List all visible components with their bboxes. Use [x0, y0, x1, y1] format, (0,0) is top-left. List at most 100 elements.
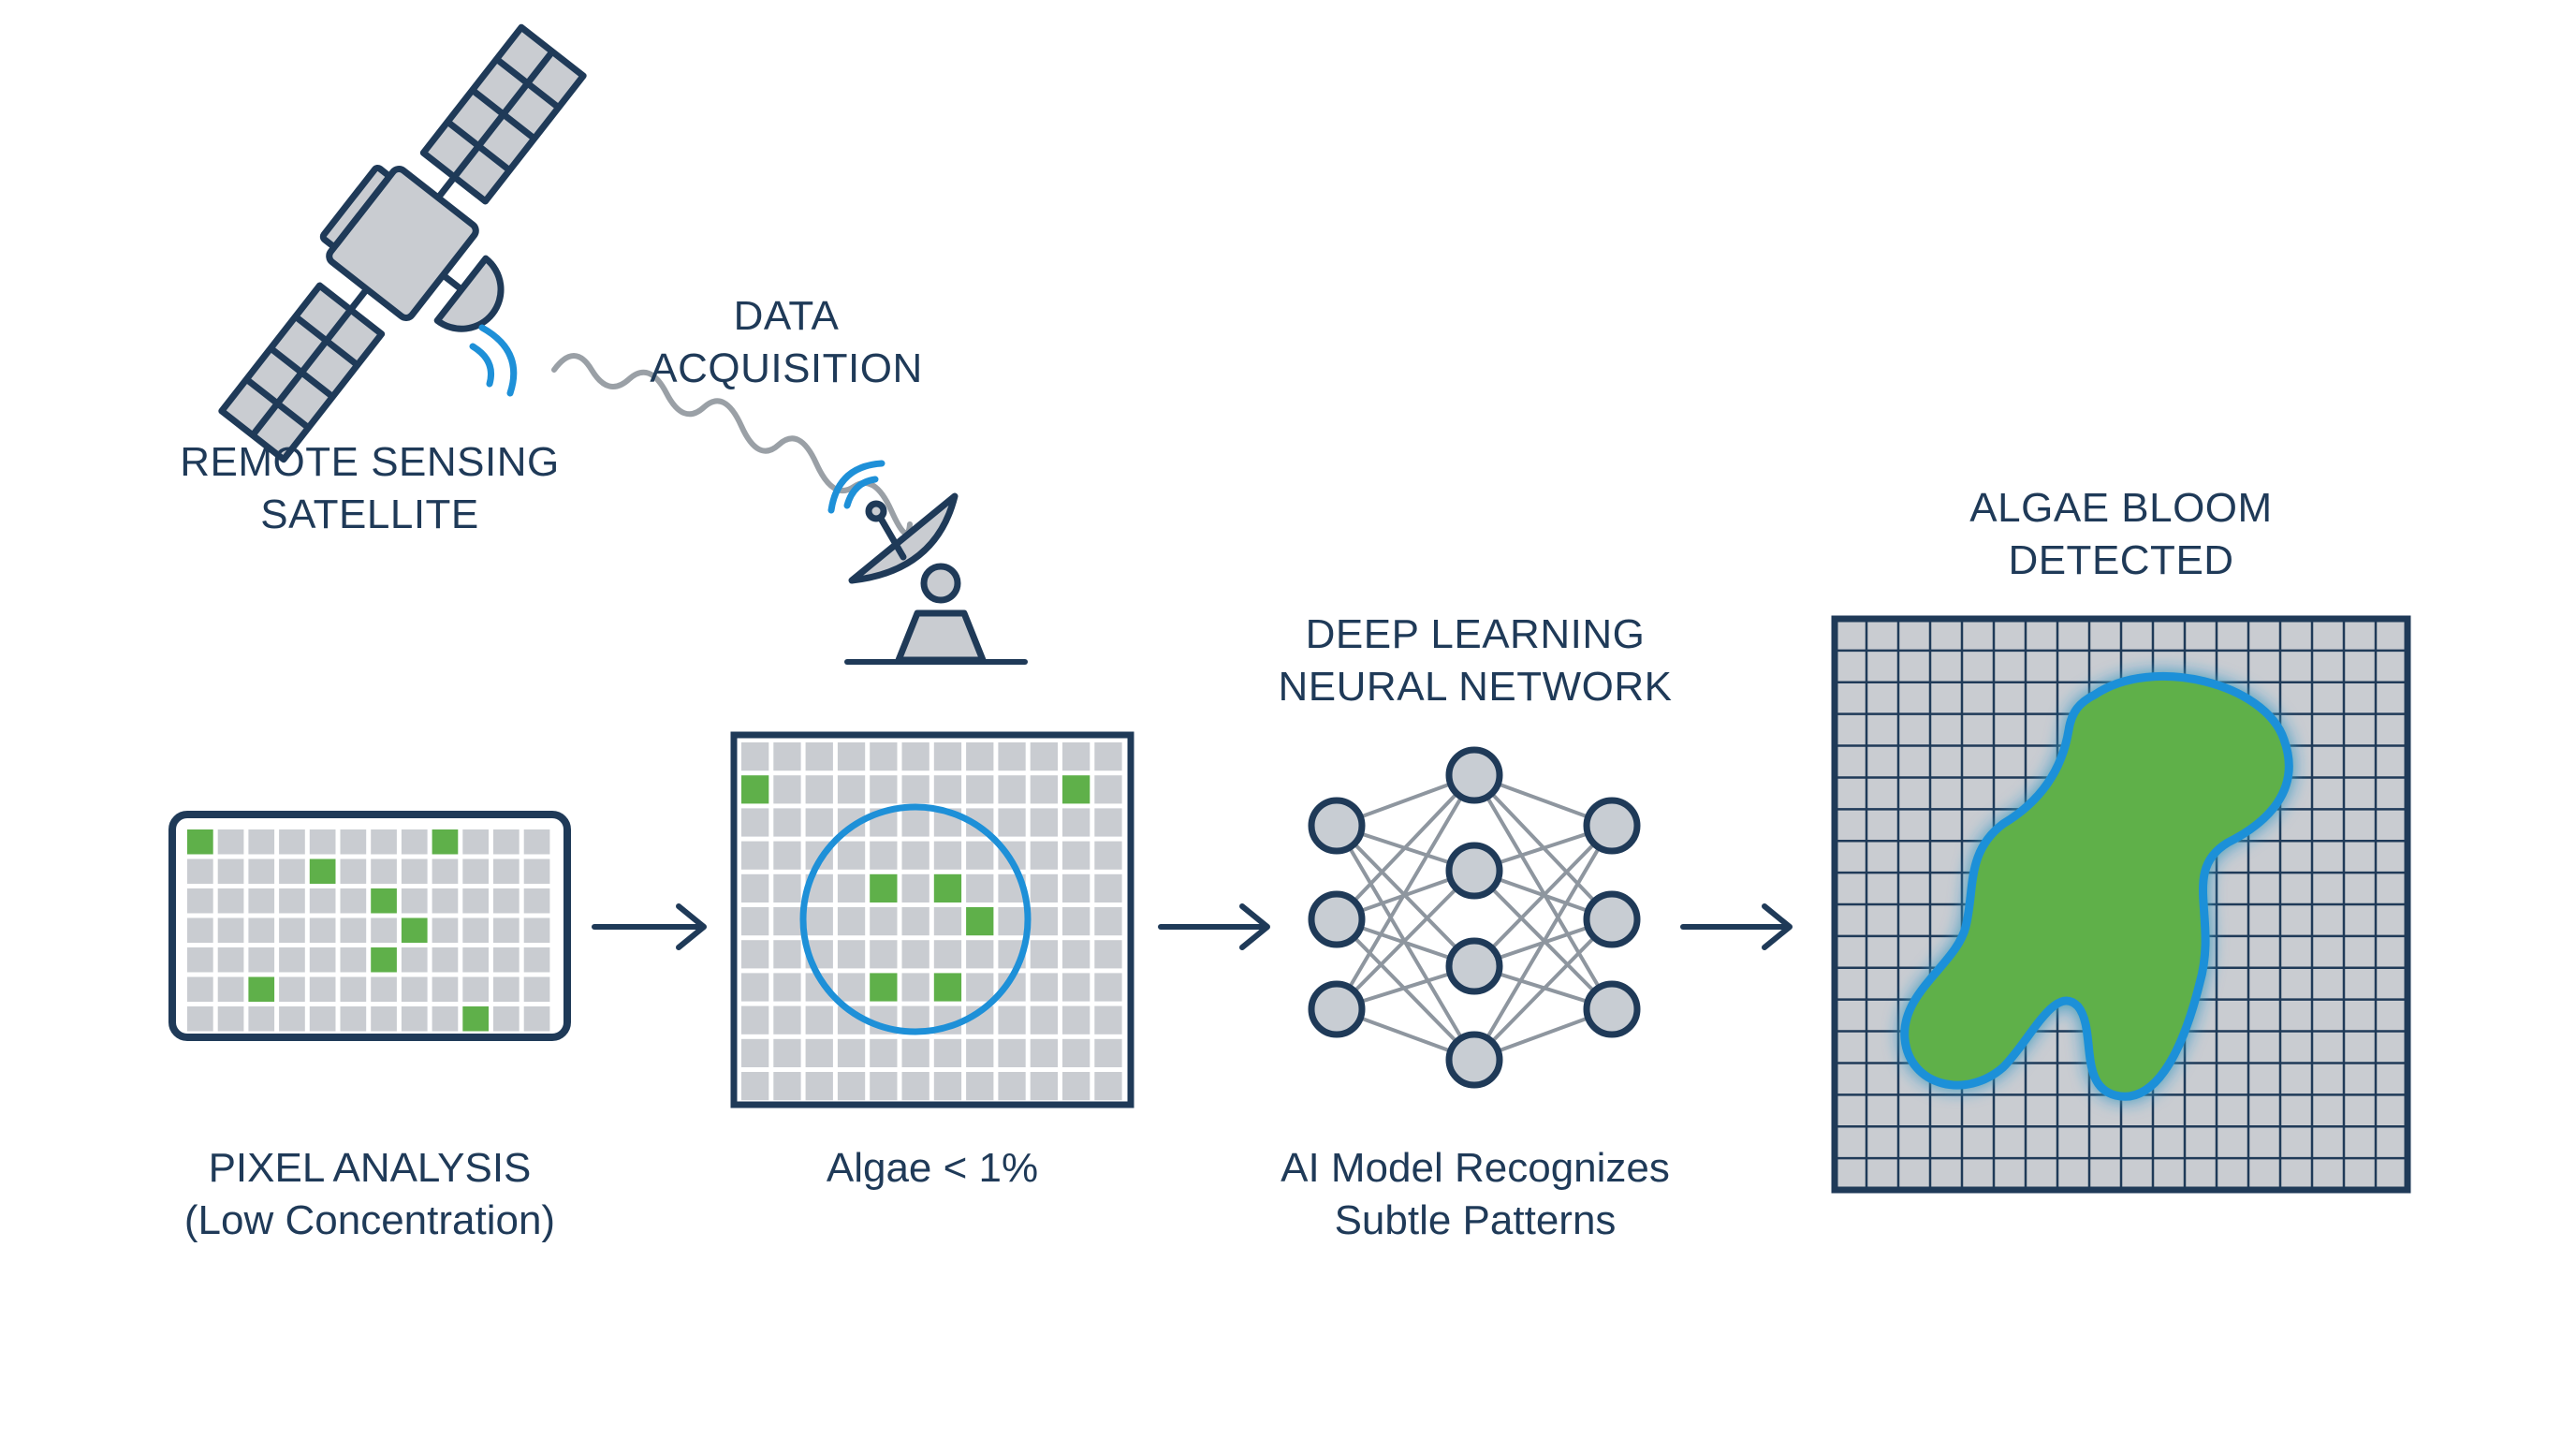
arrow-right-icon: [592, 903, 707, 950]
pixel-cell: [493, 888, 520, 914]
pixel-cell: [432, 917, 459, 943]
pixel-cell: [741, 1072, 769, 1101]
pixel-cell: [1062, 973, 1090, 1002]
pixel-cell: [1062, 1072, 1090, 1101]
acquisition-label: DATA ACQUISITION: [599, 290, 973, 395]
pixel-cell: [401, 976, 428, 1002]
algae-pixel: [309, 858, 336, 884]
network-connection: [1472, 917, 1614, 1062]
pixel-grid-icon: [168, 811, 571, 1041]
pixel-cell: [309, 976, 336, 1002]
neural-network-label: DEEP LEARNING NEURAL NETWORK: [1241, 609, 1709, 713]
pixel-cell: [837, 1038, 866, 1067]
pixel-cell: [248, 858, 275, 884]
algae-pixel: [462, 1006, 489, 1032]
pixel-cell: [933, 940, 962, 969]
pixel-cell: [773, 808, 801, 837]
pixel-cell: [837, 1072, 866, 1101]
pixel-cell: [741, 1005, 769, 1034]
pixel-cell: [933, 775, 962, 804]
satellite-label-line-2: SATELLITE: [260, 492, 479, 537]
pixel-cell: [1062, 907, 1090, 936]
pixel-cell: [1094, 973, 1122, 1002]
pixel-cell: [933, 1072, 962, 1101]
pixel-cell: [217, 888, 244, 914]
pixel-cell: [773, 973, 801, 1002]
pixel-cell: [371, 858, 397, 884]
pixel-cell: [933, 841, 962, 870]
pixel-cell: [966, 742, 994, 771]
pixel-cell: [523, 976, 550, 1002]
pixel-cell: [837, 873, 866, 902]
pixel-cell: [340, 976, 367, 1002]
pixel-cell: [805, 1005, 833, 1034]
network-node: [1583, 890, 1641, 948]
pixel-cell: [309, 888, 336, 914]
pixel-cell: [966, 1038, 994, 1067]
pixel-cell: [901, 1072, 929, 1101]
pixel-cell: [432, 947, 459, 973]
pixel-cell: [309, 1006, 336, 1032]
pixel-cell: [998, 742, 1026, 771]
pixel-cell: [371, 1006, 397, 1032]
pixel-cell: [966, 841, 994, 870]
pixel-cell: [805, 742, 833, 771]
pixel-cell: [1062, 1038, 1090, 1067]
pixel-cell: [741, 940, 769, 969]
algae-pixel: [248, 976, 275, 1002]
pixel-cell: [1094, 873, 1122, 902]
algae-pixel: [401, 917, 428, 943]
pixel-cell: [493, 829, 520, 855]
pixel-cell: [773, 907, 801, 936]
algae-pixel: [966, 907, 994, 936]
arrow-right-icon: [1680, 903, 1793, 950]
pixel-cell: [462, 976, 489, 1002]
pixel-cell: [1094, 1038, 1122, 1067]
acquisition-label-line-1: DATA: [733, 293, 840, 339]
neural-network-label-line-2: NEURAL NETWORK: [1278, 664, 1673, 710]
network-node: [1308, 797, 1366, 855]
satellite-icon: [218, 23, 587, 463]
pixel-cell: [523, 917, 550, 943]
pixel-cell: [901, 1038, 929, 1067]
pixel-cell: [998, 1005, 1026, 1034]
pixel-cell: [741, 873, 769, 902]
pixel-cell: [187, 947, 213, 973]
pixel-cell: [1030, 940, 1058, 969]
satellite-label-line-1: REMOTE SENSING: [180, 439, 560, 485]
pixel-cell: [966, 940, 994, 969]
pixel-cell: [248, 829, 275, 855]
network-node: [1445, 1031, 1503, 1089]
algae-pixel: [1062, 775, 1090, 804]
pixel-cell: [1030, 1038, 1058, 1067]
pixel-cell: [805, 907, 833, 936]
acquisition-label-line-2: ACQUISITION: [650, 345, 923, 391]
pixel-analysis-label-line-2: (Low Concentration): [183, 1197, 556, 1243]
network-node: [1583, 797, 1641, 855]
pixel-cell: [901, 940, 929, 969]
pixel-cell: [998, 1072, 1026, 1101]
pixel-cell: [371, 976, 397, 1002]
pixel-cell: [966, 1072, 994, 1101]
pixel-cell: [371, 917, 397, 943]
bloom-map-icon: [1831, 615, 2411, 1194]
pixel-cell: [309, 917, 336, 943]
pixel-cell: [187, 976, 213, 1002]
pixel-cell: [837, 940, 866, 969]
pixel-cell: [1062, 1005, 1090, 1034]
pixel-cell: [901, 973, 929, 1002]
pixel-cell: [1030, 1072, 1058, 1101]
pixel-cell: [401, 1006, 428, 1032]
pixel-cell: [805, 808, 833, 837]
pixel-cell: [340, 829, 367, 855]
pixel-cell: [870, 841, 898, 870]
pixel-cell: [340, 1006, 367, 1032]
pixel-cell: [401, 829, 428, 855]
network-connection: [1472, 824, 1614, 968]
pixel-cell: [340, 858, 367, 884]
pixel-cell: [741, 808, 769, 837]
algae-pixel: [870, 873, 898, 902]
pixel-cell: [805, 1072, 833, 1101]
pixel-cell: [279, 1006, 305, 1032]
